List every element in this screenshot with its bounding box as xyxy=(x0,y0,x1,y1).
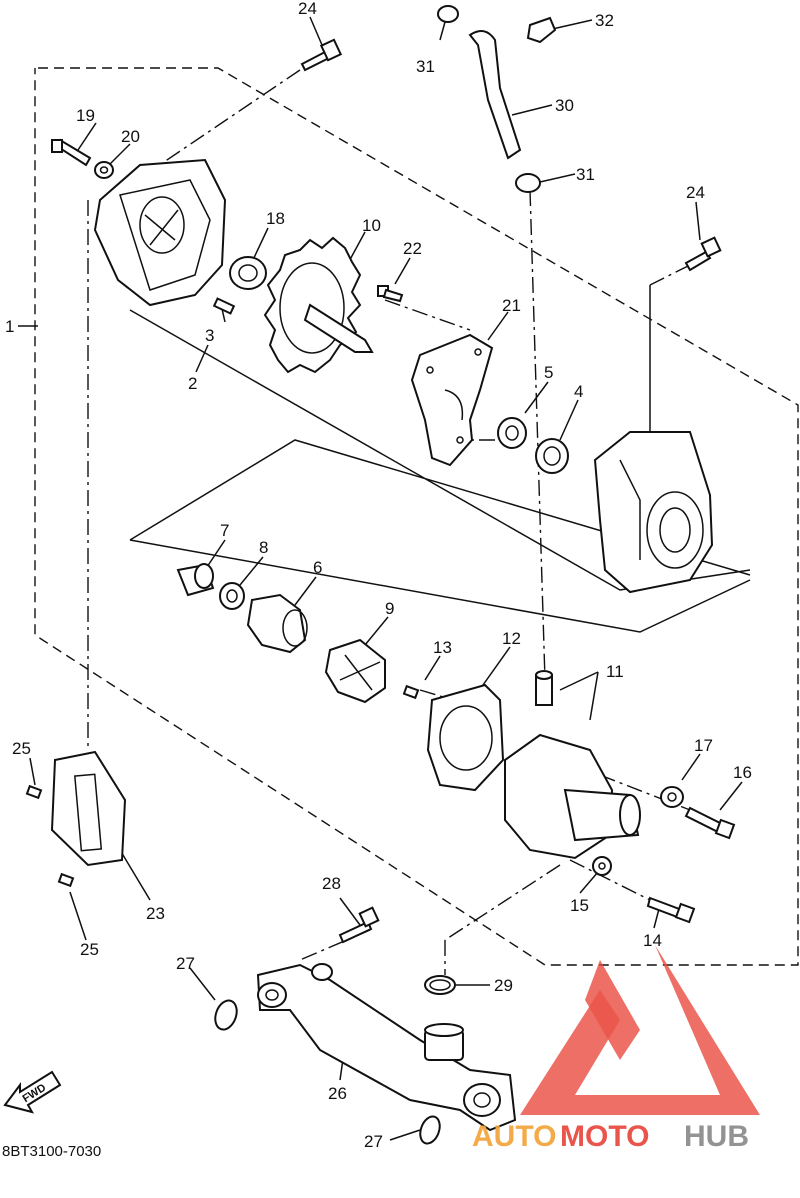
callout-12: 12 xyxy=(502,629,521,648)
callout-30: 30 xyxy=(555,96,574,115)
hose-30 xyxy=(468,30,522,160)
callout-6: 6 xyxy=(313,558,322,577)
collar-7 xyxy=(176,563,215,597)
callout-16: 16 xyxy=(733,763,752,782)
bolt-22 xyxy=(377,285,404,303)
callout-27-bottom: 27 xyxy=(364,1132,383,1151)
callout-4: 4 xyxy=(574,382,583,401)
washer-15 xyxy=(592,856,612,876)
impeller-9 xyxy=(324,638,386,704)
callout-26: 26 xyxy=(328,1084,347,1103)
logo-hub: HUB xyxy=(684,1120,749,1153)
callout-1: 1 xyxy=(5,317,14,336)
clamp-31-lower xyxy=(515,173,541,193)
bearing-4 xyxy=(535,438,569,474)
callout-20: 20 xyxy=(121,127,140,146)
o-ring-29 xyxy=(424,975,456,995)
dowel-pin-13 xyxy=(402,684,420,700)
bolt-24-right xyxy=(684,236,722,272)
callout-22: 22 xyxy=(403,239,422,258)
logo-auto: AUTO xyxy=(472,1120,556,1153)
logo-moto: MOTO xyxy=(560,1120,649,1153)
seal-6 xyxy=(246,593,308,654)
o-ring-27-bottom xyxy=(419,1115,441,1145)
dowel-pin-25-bottom xyxy=(57,872,75,888)
callout-21: 21 xyxy=(502,296,521,315)
callout-labels: 1 2 3 4 5 6 7 8 9 10 11 12 13 14 15 16 1… xyxy=(5,0,752,1151)
washer-8 xyxy=(219,582,245,610)
callout-10: 10 xyxy=(362,216,381,235)
callout-25-top: 25 xyxy=(12,739,31,758)
callout-17: 17 xyxy=(694,736,713,755)
callout-25-bottom: 25 xyxy=(80,940,99,959)
dowel-pin-25-top xyxy=(25,784,43,800)
callout-15: 15 xyxy=(570,896,589,915)
automotohub-logo: AUTO MOTO HUB xyxy=(472,945,760,1153)
pump-housing xyxy=(593,431,714,594)
callout-7: 7 xyxy=(220,521,229,540)
diagram-code: 8BT3100-7030 xyxy=(2,1143,101,1160)
washer-17 xyxy=(660,786,684,808)
callout-13: 13 xyxy=(433,638,452,657)
callout-11: 11 xyxy=(606,662,624,681)
water-pipe-26 xyxy=(256,963,517,1132)
callout-23: 23 xyxy=(146,904,165,923)
callout-29: 29 xyxy=(494,976,513,995)
callout-9: 9 xyxy=(385,599,394,618)
callout-14: 14 xyxy=(643,931,662,950)
callout-31-top: 31 xyxy=(416,57,435,76)
bolt-28 xyxy=(338,906,380,944)
assembly-boundary xyxy=(34,67,799,966)
callout-31-lower: 31 xyxy=(576,165,595,184)
callout-2: 2 xyxy=(188,374,197,393)
clamp-31-top xyxy=(437,5,459,23)
bolt-14 xyxy=(646,896,696,924)
bolt-19 xyxy=(51,138,92,167)
callout-32: 32 xyxy=(595,11,614,30)
callout-18: 18 xyxy=(266,209,285,228)
callout-8: 8 xyxy=(259,538,268,557)
callout-19: 19 xyxy=(76,106,95,125)
dowel-pin-3 xyxy=(212,297,236,315)
gasket-12 xyxy=(426,683,505,792)
plate-21 xyxy=(410,333,494,467)
callout-24-right: 24 xyxy=(686,183,705,202)
callout-24-top: 24 xyxy=(298,0,317,18)
impeller-shaft-gear-10 xyxy=(263,236,374,374)
gasket-23 xyxy=(50,750,127,867)
bolt-16 xyxy=(684,806,736,840)
pump-cover-11 xyxy=(504,670,641,860)
o-ring-27-top xyxy=(214,999,238,1031)
oil-seal-5 xyxy=(497,417,527,449)
bearing-18 xyxy=(229,256,267,290)
washer-20 xyxy=(94,161,114,179)
callout-28: 28 xyxy=(322,874,341,893)
fwd-arrow: FWD xyxy=(3,1070,62,1114)
crankcase-cover xyxy=(93,158,227,307)
callout-27-top: 27 xyxy=(176,954,195,973)
clamp-32 xyxy=(526,16,557,44)
callout-5: 5 xyxy=(544,363,553,382)
bolt-24-top xyxy=(300,38,343,72)
callout-3: 3 xyxy=(205,326,214,345)
